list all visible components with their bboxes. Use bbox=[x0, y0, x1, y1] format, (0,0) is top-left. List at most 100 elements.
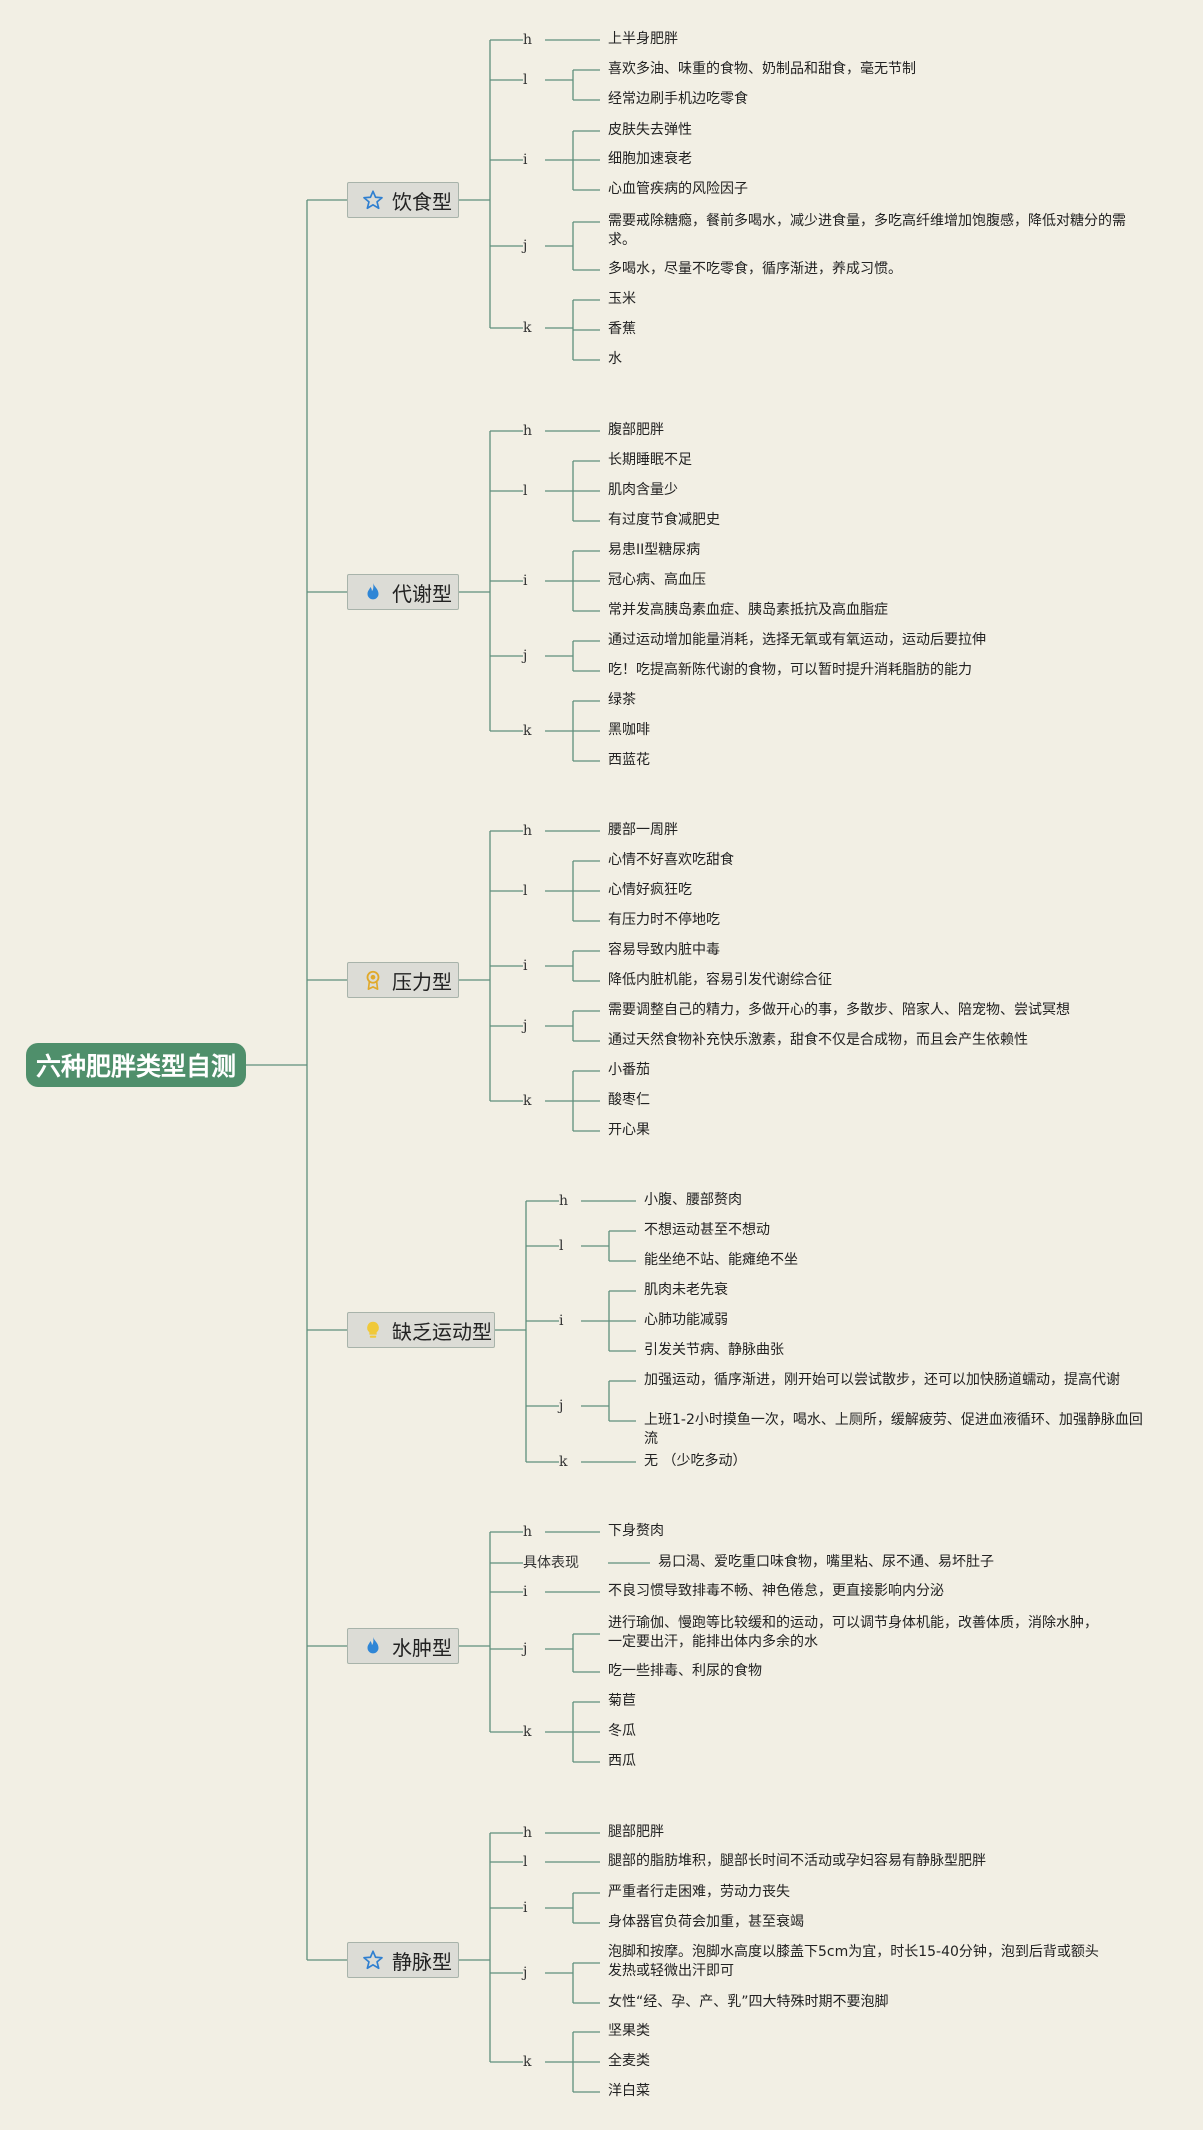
leaf-item[interactable]: 女性“经、孕、产、乳”四大特殊时期不要泡脚 bbox=[608, 1994, 889, 2010]
category-tag[interactable]: i bbox=[523, 573, 528, 589]
leaf-item[interactable]: 冬瓜 bbox=[608, 1723, 636, 1739]
leaf-item[interactable]: 心情好疯狂吃 bbox=[608, 882, 692, 898]
branch-node-6[interactable]: 静脉型 bbox=[347, 1942, 459, 1978]
category-tag[interactable]: i bbox=[523, 152, 528, 168]
leaf-item[interactable]: 水 bbox=[608, 351, 622, 367]
leaf-item[interactable]: 开心果 bbox=[608, 1122, 650, 1138]
category-tag[interactable]: i bbox=[559, 1313, 564, 1329]
category-tag[interactable]: j bbox=[559, 1398, 564, 1414]
category-tag[interactable]: l bbox=[559, 1238, 564, 1254]
leaf-item[interactable]: 肌肉未老先衰 bbox=[644, 1282, 728, 1298]
leaf-item[interactable]: 吃！吃提高新陈代谢的食物，可以暂时提升消耗脂肪的能力 bbox=[608, 662, 972, 678]
leaf-item[interactable]: 长期睡眠不足 bbox=[608, 452, 692, 468]
leaf-item[interactable]: 喜欢多油、味重的食物、奶制品和甜食，毫无节制 bbox=[608, 61, 916, 77]
leaf-item[interactable]: 需要戒除糖瘾，餐前多喝水，减少进食量，多吃高纤维增加饱腹感，降低对糖分的需求。 bbox=[608, 213, 1126, 248]
category-tag[interactable]: k bbox=[523, 723, 532, 739]
leaf-item[interactable]: 经常边刷手机边吃零食 bbox=[608, 91, 748, 107]
branch-node-5[interactable]: 水肿型 bbox=[347, 1628, 459, 1664]
category-tag[interactable]: h bbox=[523, 423, 533, 439]
root-topic[interactable]: 六种肥胖类型自测 bbox=[26, 1043, 246, 1087]
leaf-item[interactable]: 菊苣 bbox=[608, 1693, 636, 1709]
leaf-item[interactable]: 腿部的脂肪堆积，腿部长时间不活动或孕妇容易有静脉型肥胖 bbox=[608, 1853, 986, 1869]
branch-node-4[interactable]: 缺乏运动型 bbox=[347, 1312, 495, 1348]
branch-label: 水肿型 bbox=[392, 1635, 452, 1660]
leaf-item[interactable]: 肌肉含量少 bbox=[608, 482, 678, 498]
category-tag[interactable]: i bbox=[523, 958, 528, 974]
leaf-item[interactable]: 引发关节病、静脉曲张 bbox=[644, 1342, 784, 1358]
category-tag[interactable]: h bbox=[523, 1825, 533, 1841]
leaf-item[interactable]: 吃一些排毒、利尿的食物 bbox=[608, 1663, 762, 1679]
leaf-item[interactable]: 有压力时不停地吃 bbox=[608, 912, 720, 928]
leaf-item[interactable]: 西瓜 bbox=[608, 1753, 636, 1769]
category-tag[interactable]: j bbox=[523, 1641, 528, 1657]
leaf-item[interactable]: 心肺功能减弱 bbox=[644, 1312, 728, 1328]
leaf-item[interactable]: 酸枣仁 bbox=[608, 1092, 650, 1108]
leaf-item[interactable]: 有过度节食减肥史 bbox=[608, 512, 720, 528]
category-tag[interactable]: k bbox=[523, 1724, 532, 1740]
branch-node-2[interactable]: 代谢型 bbox=[347, 574, 459, 610]
leaf-item[interactable]: 腿部肥胖 bbox=[608, 1824, 664, 1840]
leaf-item[interactable]: 多喝水，尽量不吃零食，循序渐进，养成习惯。 bbox=[608, 261, 902, 277]
leaf-item[interactable]: 进行瑜伽、慢跑等比较缓和的运动，可以调节身体机能，改善体质，消除水肿，一定要出汗… bbox=[608, 1615, 1098, 1650]
leaf-item[interactable]: 无 （少吃多动） bbox=[644, 1453, 747, 1469]
category-tag[interactable]: 具体表现 bbox=[523, 1555, 579, 1571]
leaf-item[interactable]: 需要调整自己的精力，多做开心的事，多散步、陪家人、陪宠物、尝试冥想 bbox=[608, 1002, 1070, 1018]
category-tag[interactable]: k bbox=[523, 2054, 532, 2070]
leaf-item[interactable]: 腹部肥胖 bbox=[608, 422, 664, 438]
leaf-item[interactable]: 易患II型糖尿病 bbox=[608, 542, 701, 558]
leaf-item[interactable]: 小腹、腰部赘肉 bbox=[644, 1192, 742, 1208]
category-tag[interactable]: h bbox=[559, 1193, 569, 1209]
leaf-item[interactable]: 皮肤失去弹性 bbox=[608, 122, 692, 138]
leaf-item[interactable]: 绿茶 bbox=[608, 692, 636, 708]
leaf-item[interactable]: 香蕉 bbox=[608, 321, 636, 337]
leaf-item[interactable]: 常并发高胰岛素血症、胰岛素抵抗及高血脂症 bbox=[608, 602, 888, 618]
category-tag[interactable]: k bbox=[523, 1093, 532, 1109]
category-tag[interactable]: i bbox=[523, 1584, 528, 1600]
category-tag[interactable]: k bbox=[523, 320, 532, 336]
leaf-item[interactable]: 小番茄 bbox=[608, 1062, 650, 1078]
leaf-item[interactable]: 加强运动，循序渐进，刚开始可以尝试散步，还可以加快肠道蠕动，提高代谢 bbox=[644, 1372, 1120, 1388]
leaf-item[interactable]: 洋白菜 bbox=[608, 2083, 650, 2099]
leaf-item[interactable]: 下身赘肉 bbox=[608, 1523, 664, 1539]
leaf-item[interactable]: 通过运动增加能量消耗，选择无氧或有氧运动，运动后要拉伸 bbox=[608, 632, 986, 648]
leaf-item[interactable]: 细胞加速衰老 bbox=[608, 151, 692, 167]
category-tag[interactable]: j bbox=[523, 238, 528, 254]
leaf-item[interactable]: 心情不好喜欢吃甜食 bbox=[608, 852, 734, 868]
category-tag[interactable]: l bbox=[523, 72, 528, 88]
branch-label: 静脉型 bbox=[392, 1949, 452, 1974]
category-tag[interactable]: h bbox=[523, 32, 533, 48]
leaf-item[interactable]: 冠心病、高血压 bbox=[608, 572, 706, 588]
category-tag[interactable]: l bbox=[523, 483, 528, 499]
category-tag[interactable]: h bbox=[523, 823, 533, 839]
branch-node-1[interactable]: 饮食型 bbox=[347, 182, 459, 218]
category-tag[interactable]: j bbox=[523, 1018, 528, 1034]
leaf-item[interactable]: 西蓝花 bbox=[608, 752, 650, 768]
leaf-item[interactable]: 身体器官负荷会加重，甚至衰竭 bbox=[608, 1914, 804, 1930]
leaf-item[interactable]: 上班1-2小时摸鱼一次，喝水、上厕所，缓解疲劳、促进血液循环、加强静脉血回流 bbox=[644, 1412, 1143, 1447]
leaf-item[interactable]: 黑咖啡 bbox=[608, 722, 650, 738]
leaf-item[interactable]: 心血管疾病的风险因子 bbox=[608, 181, 748, 197]
leaf-item[interactable]: 泡脚和按摩。泡脚水高度以膝盖下5cm为宜，时长15-40分钟，泡到后背或额头发热… bbox=[608, 1944, 1099, 1979]
leaf-item[interactable]: 全麦类 bbox=[608, 2053, 650, 2069]
leaf-item[interactable]: 能坐绝不站、能瘫绝不坐 bbox=[644, 1252, 798, 1268]
category-tag[interactable]: l bbox=[523, 1854, 528, 1870]
leaf-item[interactable]: 易口渴、爱吃重口味食物，嘴里粘、尿不通、易坏肚子 bbox=[658, 1554, 994, 1570]
leaf-item[interactable]: 通过天然食物补充快乐激素，甜食不仅是合成物，而且会产生依赖性 bbox=[608, 1032, 1028, 1048]
category-tag[interactable]: j bbox=[523, 648, 528, 664]
leaf-item[interactable]: 玉米 bbox=[608, 291, 636, 307]
leaf-item[interactable]: 降低内脏机能，容易引发代谢综合征 bbox=[608, 972, 832, 988]
category-tag[interactable]: h bbox=[523, 1524, 533, 1540]
category-tag[interactable]: k bbox=[559, 1454, 568, 1470]
leaf-item[interactable]: 容易导致内脏中毒 bbox=[608, 942, 720, 958]
leaf-item[interactable]: 腰部一周胖 bbox=[608, 822, 678, 838]
branch-label: 代谢型 bbox=[392, 581, 452, 606]
leaf-item[interactable]: 不想运动甚至不想动 bbox=[644, 1222, 770, 1238]
leaf-item[interactable]: 上半身肥胖 bbox=[608, 31, 678, 47]
leaf-item[interactable]: 不良习惯导致排毒不畅、神色倦怠，更直接影响内分泌 bbox=[608, 1583, 944, 1599]
category-tag[interactable]: l bbox=[523, 883, 528, 899]
branch-node-3[interactable]: 压力型 bbox=[347, 962, 459, 998]
category-tag[interactable]: j bbox=[523, 1965, 528, 1981]
category-tag[interactable]: i bbox=[523, 1900, 528, 1916]
leaf-item[interactable]: 严重者行走困难，劳动力丧失 bbox=[608, 1884, 790, 1900]
leaf-item[interactable]: 坚果类 bbox=[608, 2023, 650, 2039]
